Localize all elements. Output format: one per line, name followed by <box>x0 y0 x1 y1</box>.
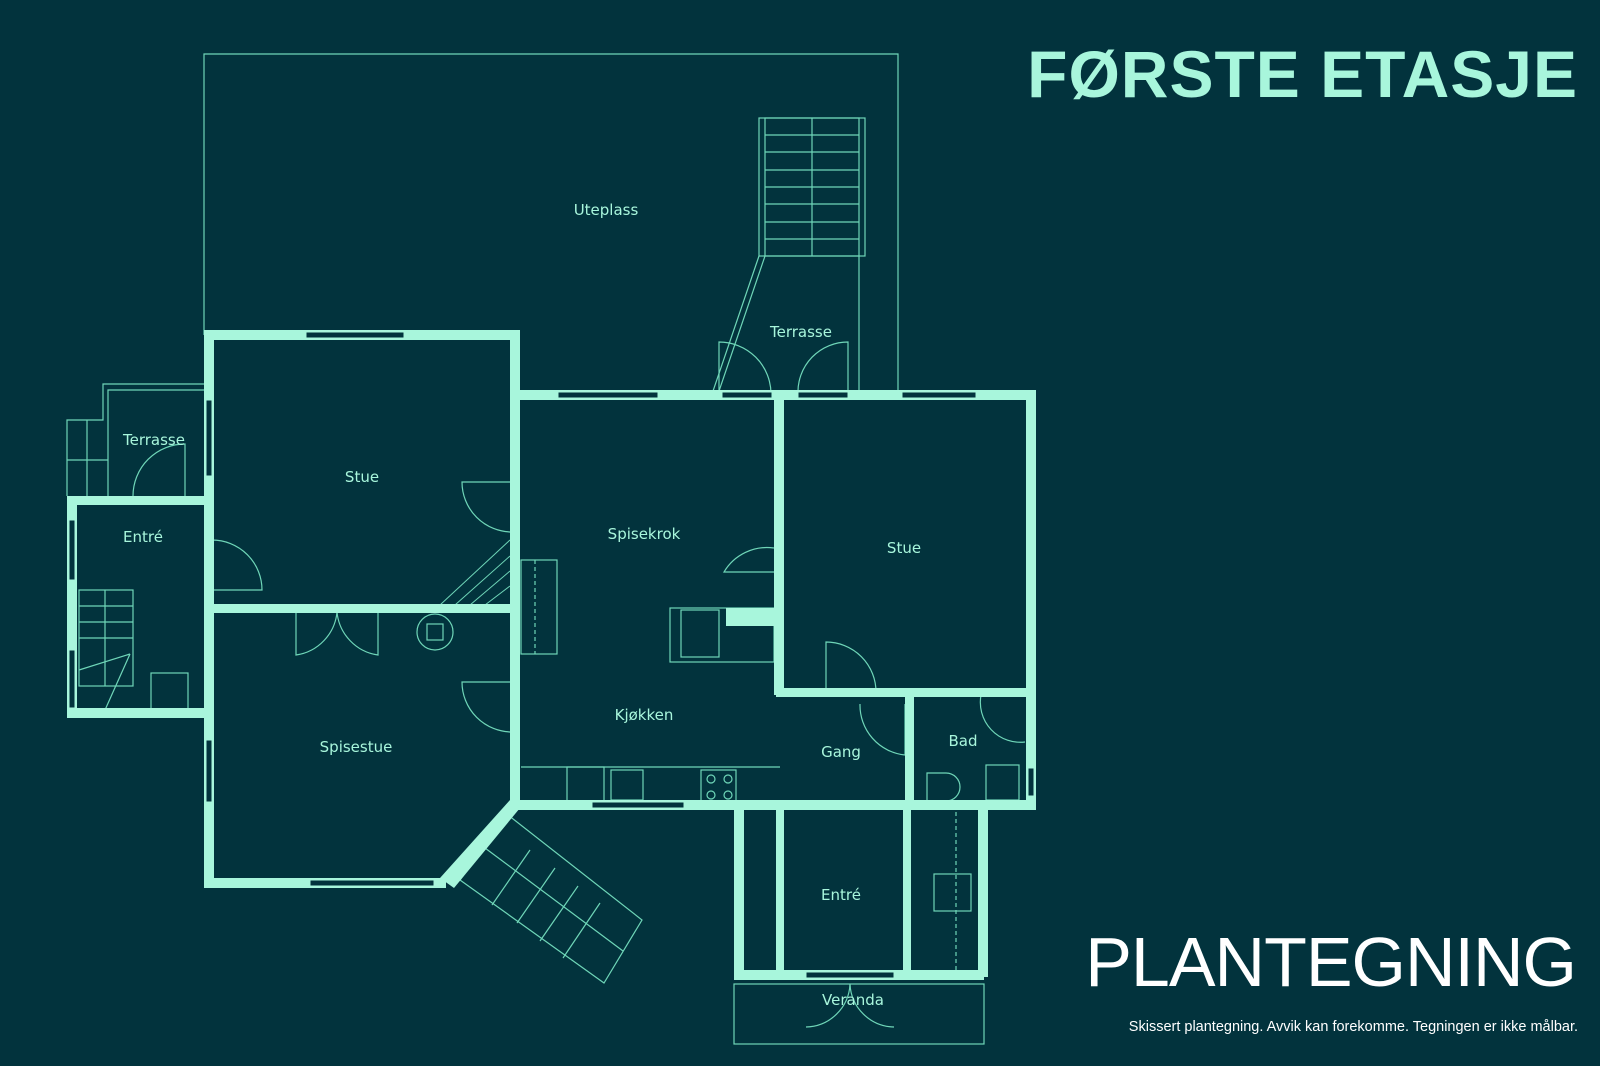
room-label-uteplass: Uteplass <box>573 201 639 219</box>
room-label-stue-east: Stue <box>886 539 922 557</box>
page-title: FØRSTE ETASJE <box>1027 37 1578 111</box>
room-label-spisekrok: Spisekrok <box>607 525 681 543</box>
room-label-stue-west: Stue <box>344 468 380 486</box>
room-label-terrasse-north: Terrasse <box>770 323 832 341</box>
room-label-entre-west: Entré <box>123 528 163 546</box>
room-label-terrasse-west: Terrasse <box>123 431 185 449</box>
walls <box>67 330 1036 980</box>
room-label-bad: Bad <box>948 732 978 750</box>
room-label-entre-south: Entré <box>821 886 861 904</box>
thin-outlines <box>66 53 1026 1045</box>
windows <box>68 331 1035 979</box>
room-label-veranda: Veranda <box>822 991 884 1009</box>
disclaimer-text: Skissert plantegning. Avvik kan forekomm… <box>1128 1019 1578 1035</box>
room-label-gang: Gang <box>821 743 861 761</box>
room-label-kjokken: Kjøkken <box>614 706 674 724</box>
plan-subtitle: PLANTEGNING <box>1085 923 1577 1001</box>
room-label-spisestue: Spisestue <box>319 738 393 756</box>
